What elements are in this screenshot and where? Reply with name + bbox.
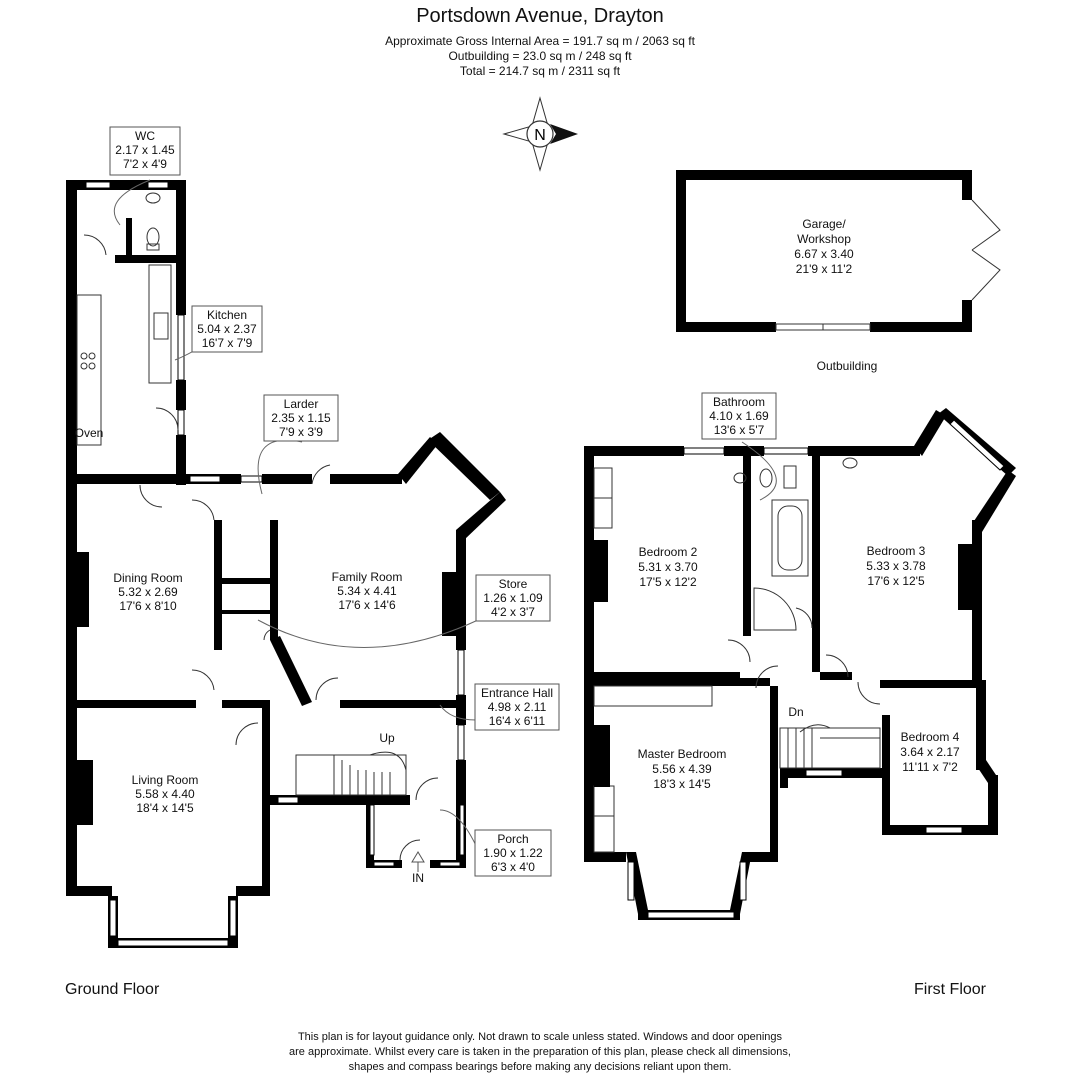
outbuilding-area-line: Outbuilding = 23.0 sq m / 248 sq ft [448, 49, 632, 63]
svg-text:Living Room: Living Room [132, 773, 199, 787]
first-floor-label: First Floor [914, 981, 986, 998]
svg-text:16'4 x 6'11: 16'4 x 6'11 [489, 714, 546, 728]
svg-text:17'6 x 8'10: 17'6 x 8'10 [119, 599, 177, 613]
svg-text:1.90 x 1.22: 1.90 x 1.22 [483, 846, 543, 860]
svg-text:4.10 x 1.69: 4.10 x 1.69 [709, 409, 769, 423]
svg-text:Bedroom 2: Bedroom 2 [639, 545, 698, 559]
svg-text:Workshop: Workshop [797, 232, 851, 246]
svg-text:4'2 x 3'7: 4'2 x 3'7 [491, 605, 535, 619]
outbuilding-label: Outbuilding [817, 359, 878, 373]
room-store-label: Store 1.26 x 1.09 4'2 x 3'7 [475, 574, 551, 622]
svg-text:2.17 x 1.45: 2.17 x 1.45 [115, 143, 175, 157]
svg-text:6.67 x 3.40: 6.67 x 3.40 [794, 247, 854, 261]
room-family-label: Family Room 5.34 x 4.41 17'6 x 14'6 [332, 570, 403, 612]
disclaimer-line-2: are approximate. Whilst every care is ta… [289, 1046, 791, 1058]
room-larder-label: Larder 2.35 x 1.15 7'9 x 3'9 [263, 394, 339, 442]
disclaimer: This plan is for layout guidance only. N… [0, 1030, 1080, 1075]
svg-text:Garage/: Garage/ [802, 217, 846, 231]
svg-text:Bedroom 4: Bedroom 4 [901, 730, 960, 744]
svg-text:Entrance Hall: Entrance Hall [481, 686, 553, 700]
room-garage-label: Garage/ Workshop 6.67 x 3.40 21'9 x 11'2 [794, 217, 854, 276]
stairs-up-label: Up [379, 731, 395, 745]
room-wc-label: WC 2.17 x 1.45 7'2 x 4'9 [109, 126, 181, 176]
entrance-arrow-icon [411, 851, 425, 872]
svg-text:Porch: Porch [497, 832, 528, 846]
disclaimer-line-3: shapes and compass bearings before makin… [348, 1061, 732, 1073]
svg-text:2.35 x 1.15: 2.35 x 1.15 [271, 411, 331, 425]
svg-text:5.58 x 4.40: 5.58 x 4.40 [135, 787, 195, 801]
room-kitchen-label: Kitchen 5.04 x 2.37 16'7 x 7'9 [191, 305, 263, 353]
oven-label: Oven [75, 426, 104, 440]
svg-text:5.56 x 4.39: 5.56 x 4.39 [652, 762, 712, 776]
stairs-down-label: Dn [788, 705, 803, 719]
room-living-label: Living Room 5.58 x 4.40 18'4 x 14'5 [132, 773, 199, 815]
door-swings [83, 234, 439, 861]
gross-area-line: Approximate Gross Internal Area = 191.7 … [385, 34, 695, 48]
ground-floor-walls [66, 180, 506, 948]
first-floor-chimney-breasts [594, 540, 972, 787]
room-entrance-label: Entrance Hall 4.98 x 2.11 16'4 x 6'11 [474, 683, 560, 731]
first-floor-fittings [593, 457, 858, 853]
svg-text:Family Room: Family Room [332, 570, 403, 584]
first-floor-stairs [779, 724, 881, 769]
compass-letter: N [534, 127, 546, 144]
svg-text:Kitchen: Kitchen [207, 308, 247, 322]
entrance-in-label: IN [412, 871, 424, 885]
ground-floor-windows [85, 181, 465, 947]
first-floor-door-swings [727, 607, 881, 705]
svg-text:17'5 x 12'2: 17'5 x 12'2 [639, 575, 697, 589]
svg-text:11'11 x 7'2: 11'11 x 7'2 [902, 760, 958, 774]
svg-text:17'6 x 14'6: 17'6 x 14'6 [338, 598, 396, 612]
room-bathroom-label: Bathroom 4.10 x 1.69 13'6 x 5'7 [701, 392, 777, 440]
room-master-label: Master Bedroom 5.56 x 4.39 18'3 x 14'5 [638, 747, 727, 791]
disclaimer-line-1: This plan is for layout guidance only. N… [297, 1031, 783, 1043]
svg-text:17'6 x 12'5: 17'6 x 12'5 [867, 574, 925, 588]
svg-text:5.33 x 3.78: 5.33 x 3.78 [866, 559, 926, 573]
svg-text:18'4 x 14'5: 18'4 x 14'5 [136, 801, 194, 815]
svg-text:7'9 x 3'9: 7'9 x 3'9 [279, 425, 323, 439]
room-dining-label: Dining Room 5.32 x 2.69 17'6 x 8'10 [113, 571, 182, 613]
svg-text:16'7 x 7'9: 16'7 x 7'9 [202, 336, 253, 350]
room-porch-label: Porch 1.90 x 1.22 6'3 x 4'0 [474, 829, 552, 877]
svg-text:18'3 x 14'5: 18'3 x 14'5 [653, 777, 711, 791]
svg-text:Store: Store [499, 577, 528, 591]
garage-openings [775, 199, 1001, 331]
ground-chimney-breasts [77, 552, 456, 825]
svg-text:6'3 x 4'0: 6'3 x 4'0 [491, 860, 535, 874]
svg-text:5.04 x 2.37: 5.04 x 2.37 [197, 322, 257, 336]
compass-icon: N [502, 96, 578, 172]
first-floor-windows [627, 419, 1005, 919]
total-area-line: Total = 214.7 sq m / 2311 sq ft [459, 64, 621, 78]
svg-text:7'2 x 4'9: 7'2 x 4'9 [123, 157, 167, 171]
ground-floor-label: Ground Floor [65, 981, 160, 998]
svg-text:13'6 x 5'7: 13'6 x 5'7 [714, 423, 765, 437]
svg-text:1.26 x 1.09: 1.26 x 1.09 [483, 591, 543, 605]
svg-text:5.32 x 2.69: 5.32 x 2.69 [118, 585, 178, 599]
garage-walls [676, 170, 972, 332]
first-floor-walls [584, 408, 1016, 920]
svg-text:WC: WC [135, 129, 155, 143]
ground-stairs [295, 751, 407, 796]
svg-text:Larder: Larder [284, 397, 319, 411]
svg-text:5.31 x 3.70: 5.31 x 3.70 [638, 560, 698, 574]
svg-text:Bedroom 3: Bedroom 3 [867, 544, 926, 558]
room-bed4-label: Bedroom 4 3.64 x 2.17 11'11 x 7'2 [900, 730, 960, 774]
svg-text:4.98 x 2.11: 4.98 x 2.11 [488, 700, 547, 714]
room-bed3-label: Bedroom 3 5.33 x 3.78 17'6 x 12'5 [866, 544, 926, 588]
svg-text:Dining Room: Dining Room [113, 571, 182, 585]
svg-text:5.34 x 4.41: 5.34 x 4.41 [337, 584, 397, 598]
kitchen-fittings [76, 192, 172, 446]
svg-text:3.64 x 2.17: 3.64 x 2.17 [900, 745, 960, 759]
room-bed2-label: Bedroom 2 5.31 x 3.70 17'5 x 12'2 [638, 545, 698, 589]
svg-text:Bathroom: Bathroom [713, 395, 765, 409]
plan-title: Portsdown Avenue, Drayton [416, 5, 664, 27]
svg-text:Master Bedroom: Master Bedroom [638, 747, 727, 761]
svg-text:21'9 x 11'2: 21'9 x 11'2 [796, 262, 853, 276]
